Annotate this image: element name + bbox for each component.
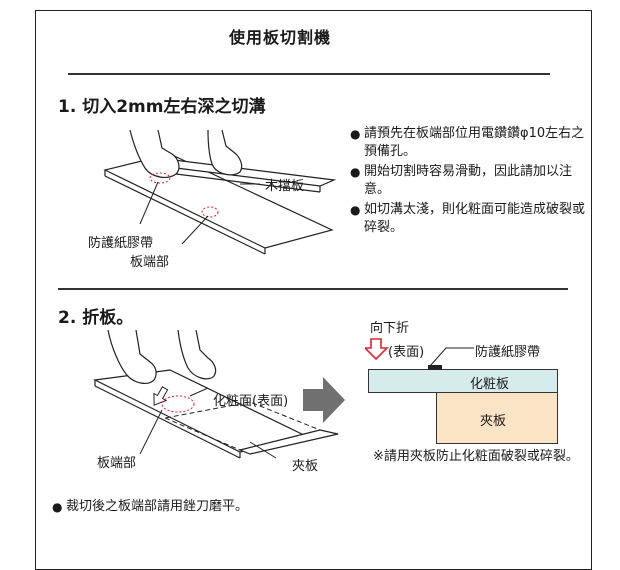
tape-highlight xyxy=(149,172,171,184)
note-text: 請預先在板端部位用電鑽鑽φ10左右之預備孔。 xyxy=(364,126,585,159)
step1-heading: 1. 切入2mm左右深之切溝 xyxy=(58,97,266,117)
label-tape-diagram: 防護紙膠帶 xyxy=(475,345,541,360)
note-item: ● 開始切割時容易滑動，因此請加以注意。 xyxy=(350,163,598,199)
note-item: ● 請預先在板端部位用電鑽鑽φ10左右之預備孔。 xyxy=(350,125,598,161)
label-board-stop: 木擋板 xyxy=(265,179,305,194)
footer-text: 裁切後之板端部請用銼刀磨平。 xyxy=(66,499,249,514)
tape-strip xyxy=(428,365,442,370)
label-clamp: 夾板 xyxy=(292,459,319,474)
edge-highlight xyxy=(201,206,219,218)
left-hand xyxy=(129,130,180,178)
step1-notes: ● 請預先在板端部位用電鑽鑽φ10左右之預備孔。 ● 開始切割時容易滑動，因此請… xyxy=(350,125,598,239)
caution-note: ※請用夾板防止化粧面破裂或碎裂。 xyxy=(373,449,579,464)
bullet-icon: ● xyxy=(350,127,361,141)
decorative-layer xyxy=(368,369,558,393)
footer-note: ● 裁切後之板端部請用銼刀磨平。 xyxy=(52,498,248,516)
note-item: ● 如切溝太淺，則化粧面可能造成破裂或碎裂。 xyxy=(350,201,598,237)
title-divider xyxy=(68,73,550,75)
label-surface: 化粧面(表面) xyxy=(213,394,289,409)
fold-highlight xyxy=(161,395,195,413)
page-title: 使用板切割機 xyxy=(228,28,331,47)
note-text: 如切溝太淺，則化粧面可能造成破裂或碎裂。 xyxy=(364,202,586,235)
label-clamp-diagram: 夾板 xyxy=(480,414,507,429)
down-arrow-icon xyxy=(365,338,389,360)
right-hand xyxy=(177,330,217,380)
step2-illustration xyxy=(92,330,339,459)
label-board-edge-2: 板端部 xyxy=(97,456,137,471)
label-tape: 防護紙膠帶 xyxy=(88,236,154,251)
bullet-icon: ● xyxy=(350,165,361,179)
instruction-frame xyxy=(35,10,592,570)
right-hand xyxy=(207,130,243,176)
note-text: 開始切割時容易滑動，因此請加以注意。 xyxy=(364,164,573,197)
label-surface-tag: (表面) xyxy=(388,345,425,360)
bullet-icon: ● xyxy=(350,203,361,217)
clamp-board xyxy=(436,392,558,444)
direction-arrow-icon xyxy=(303,377,345,423)
clamp-shape xyxy=(238,429,339,455)
step1-illustration xyxy=(103,130,337,255)
bullet-icon: ● xyxy=(52,500,63,514)
step2-heading: 2. 折板。 xyxy=(58,308,134,328)
left-hand xyxy=(107,330,157,384)
label-board-edge: 板端部 xyxy=(130,255,170,270)
label-fold-down: 向下折 xyxy=(370,321,410,336)
section-divider xyxy=(58,288,568,290)
label-decorative: 化粧板 xyxy=(470,377,510,392)
